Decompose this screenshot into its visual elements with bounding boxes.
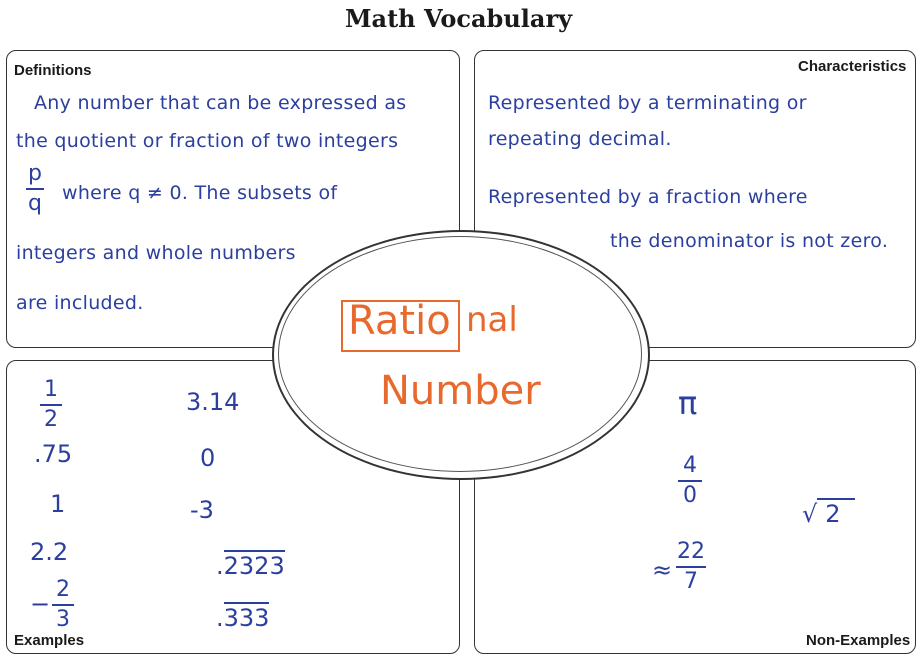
example-one-half-denominator: 2 [44,407,58,432]
example-one: 1 [50,490,66,518]
example-two-thirds: 2 3 [52,578,74,632]
characteristic-line-4: the denominator is not zero. [610,230,889,252]
example-zero: 0 [200,444,216,472]
center-ellipse-inner [278,236,642,472]
nal-divider [458,310,460,350]
example-negative-3: -3 [190,496,214,524]
center-word-nal: nal [466,300,518,340]
fraction-denominator: q [28,191,42,216]
decimal-point: . [216,604,224,632]
sqrt-radicand: 2 [817,498,855,528]
sqrt-icon: √ [802,500,818,528]
page-title: Math Vocabulary [344,4,573,33]
example-3-point-14: 3.14 [186,388,240,416]
characteristic-line-1: Represented by a terminating or [488,92,807,114]
repeating-digits: 333 [223,602,270,632]
repeating-digits: 2323 [223,550,285,580]
non-examples-label: Non-Examples [806,632,911,649]
example-2-point-2: 2.2 [30,538,69,566]
definition-line-1: Any number that can be expressed as [34,92,407,114]
center-word-number: Number [380,368,541,414]
characteristic-line-3: Represented by a fraction where [488,186,808,208]
negative-sign: − [30,590,51,618]
nonexample-22-over-7: 22 7 [676,540,706,594]
example-repeating-2323: .2323 [216,550,285,580]
fraction-bar [678,480,702,482]
fraction-bar [52,604,74,606]
characteristic-line-2: repeating decimal. [488,128,672,150]
example-one-half: 1 2 [40,378,62,432]
twentytwo-numerator: 22 [677,539,705,564]
examples-label: Examples [14,632,85,649]
seven-denominator: 7 [684,569,698,594]
four-numerator: 4 [683,453,697,478]
fraction-numerator: p [28,161,42,186]
definition-line-2: the quotient or fraction of two integers [16,130,399,152]
example-point-75: .75 [34,440,73,468]
example-two-thirds-denominator: 3 [56,607,70,632]
example-one-half-numerator: 1 [44,377,58,402]
decimal-point: . [216,552,224,580]
p-over-q-fraction: p q [26,162,44,216]
definition-line-3: where q ≠ 0. The subsets of [62,182,338,204]
nonexample-sqrt-2: √2 [802,498,855,528]
fraction-bar [40,404,62,406]
definition-line-5: are included. [16,292,144,314]
definitions-label: Definitions [14,62,92,79]
approx-symbol: ≈ [652,556,673,584]
characteristics-label: Characteristics [798,58,907,75]
definition-line-4: integers and whole numbers [16,242,296,264]
center-word-ratio: Ratio [348,298,451,344]
example-two-thirds-numerator: 2 [56,577,70,602]
example-repeating-333: .333 [216,602,270,632]
fraction-bar [26,188,44,190]
fraction-bar [676,566,706,568]
nonexample-four-over-zero: 4 0 [678,454,702,508]
zero-denominator: 0 [683,483,697,508]
nonexample-pi: π [678,384,698,422]
